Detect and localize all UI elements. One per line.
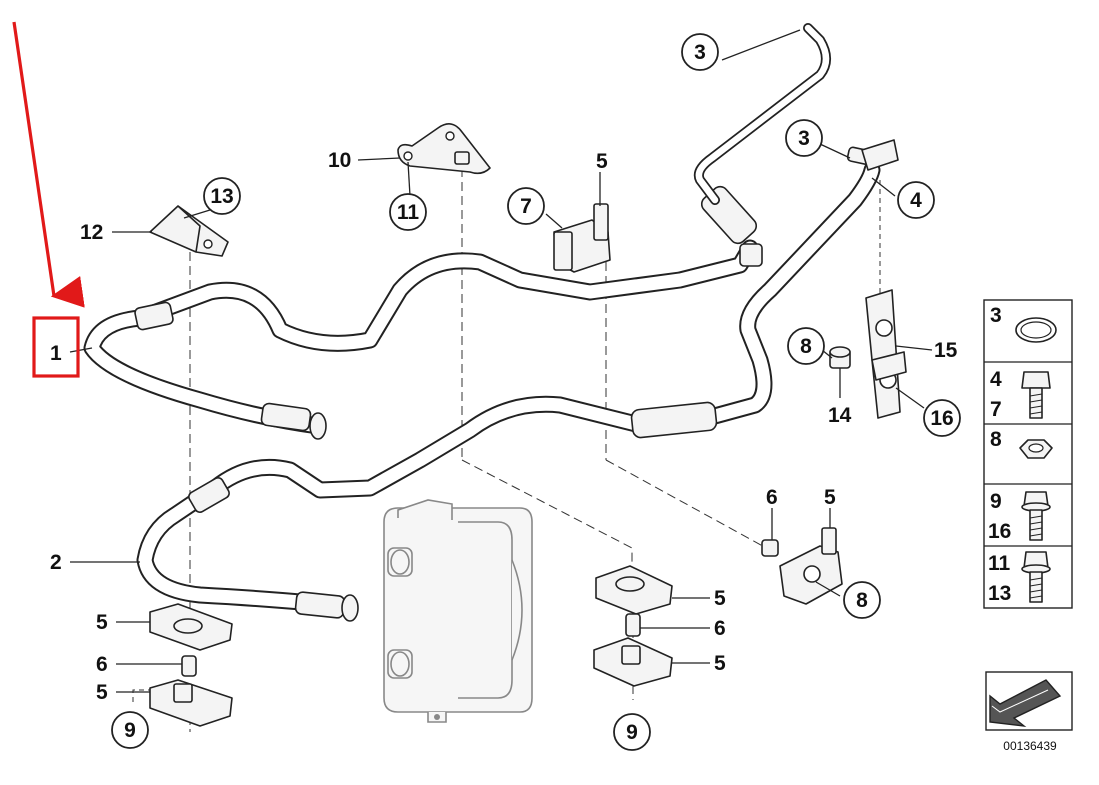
clip-15 xyxy=(865,289,907,419)
clip-7 xyxy=(553,203,611,273)
hex-bolt-icon xyxy=(1021,371,1051,419)
callout-5-clipB: 5 xyxy=(824,486,836,509)
callout-10: 10 xyxy=(328,149,351,172)
callout-16: 16 xyxy=(930,407,953,430)
callout-circles xyxy=(111,33,961,751)
red-arrow-icon xyxy=(12,21,85,308)
callout-9-mid: 9 xyxy=(626,721,638,744)
legend-label-7: 7 xyxy=(990,398,1002,421)
diagram-id-box xyxy=(985,671,1073,731)
legend-label-13: 13 xyxy=(988,582,1011,605)
legend-label-9: 9 xyxy=(990,490,1002,513)
callout-3-top: 3 xyxy=(694,41,706,64)
bracket-10 xyxy=(397,123,491,175)
legend-label-8: 8 xyxy=(990,428,1002,451)
clip-mid-stack xyxy=(593,565,673,687)
callout-14: 14 xyxy=(828,404,852,427)
direction-arrow-icon xyxy=(989,679,1062,727)
callout-5-mid-top: 5 xyxy=(714,587,726,610)
callout-15: 15 xyxy=(934,339,958,362)
fastener-legend: 3 4 7 8 9 16 11 13 xyxy=(983,299,1073,609)
oil-cooler xyxy=(383,499,533,723)
callout-1: 1 xyxy=(50,342,62,365)
callout-6-right: 6 xyxy=(766,486,778,509)
bracket-12 xyxy=(149,205,229,257)
label-leaders xyxy=(69,29,933,693)
seal-ring-icon xyxy=(1015,317,1057,343)
clip-left-stack xyxy=(149,603,233,727)
callout-8-top: 8 xyxy=(800,335,812,358)
nut-14 xyxy=(829,346,851,369)
callout-5-left-top: 5 xyxy=(96,611,108,634)
callout-9-left: 9 xyxy=(124,719,136,742)
callout-5-left-bot: 5 xyxy=(96,681,108,704)
legend-label-4: 4 xyxy=(990,368,1002,391)
hose-2 xyxy=(136,139,899,622)
flange-bolt-icon-2 xyxy=(1021,551,1051,603)
clip-right xyxy=(761,527,843,605)
red-highlight-box xyxy=(32,316,80,378)
callout-11: 11 xyxy=(397,201,420,224)
callout-6-mid: 6 xyxy=(714,617,726,640)
callout-3-mid: 3 xyxy=(798,127,810,150)
callout-5-mid-bot: 5 xyxy=(714,652,726,675)
flange-bolt-icon xyxy=(1021,491,1051,541)
callout-12: 12 xyxy=(80,221,103,244)
callout-8-right: 8 xyxy=(856,589,868,612)
legend-label-11: 11 xyxy=(988,552,1011,575)
legend-label-3: 3 xyxy=(990,304,1002,327)
callout-2: 2 xyxy=(50,551,62,574)
callout-4: 4 xyxy=(910,189,922,212)
callout-7: 7 xyxy=(520,195,532,218)
hex-nut-icon xyxy=(1019,439,1053,459)
legend-label-16: 16 xyxy=(988,520,1011,543)
pipe-3-top xyxy=(693,23,831,205)
callout-13: 13 xyxy=(210,185,233,208)
callout-6-left: 6 xyxy=(96,653,108,676)
callout-5-clipA: 5 xyxy=(596,150,608,173)
red-annotation xyxy=(12,21,85,378)
diagram-id: 00136439 xyxy=(1003,739,1057,753)
